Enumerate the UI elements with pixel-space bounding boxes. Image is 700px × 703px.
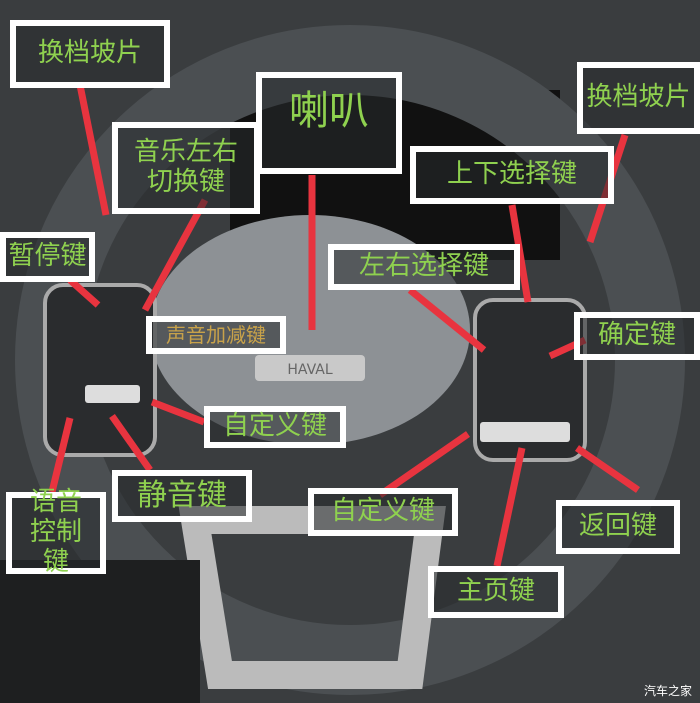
right-buttons: [480, 422, 570, 442]
label-up-down: 上下选择键: [410, 146, 614, 204]
label-horn: 喇叭: [256, 72, 402, 174]
label-voice: 语音控制键: [6, 487, 106, 577]
annotation-arrows: [48, 84, 640, 567]
label-volume: 声音加减键: [146, 316, 286, 354]
label-music-switch: 音乐左右切换键: [112, 122, 260, 214]
label-pause: 暂停键: [0, 232, 95, 282]
label-back: 返回键: [556, 500, 680, 554]
label-left-right: 左右选择键: [328, 244, 520, 290]
haval-badge: [255, 355, 365, 381]
label-home: 主页键: [428, 566, 564, 618]
haval-text: HAVAL: [287, 362, 332, 378]
label-confirm: 确定键: [574, 312, 700, 360]
label-paddle-left: 换档坡片: [10, 20, 170, 88]
label-paddle-right: 换档坡片: [577, 62, 700, 134]
label-custom-right: 自定义键: [308, 488, 458, 536]
mute-button: [85, 385, 140, 403]
label-mute: 静音键: [112, 470, 252, 522]
left-control-panel: [43, 283, 157, 457]
label-custom-left: 自定义键: [204, 406, 346, 448]
watermark: 汽车之家: [643, 684, 692, 698]
